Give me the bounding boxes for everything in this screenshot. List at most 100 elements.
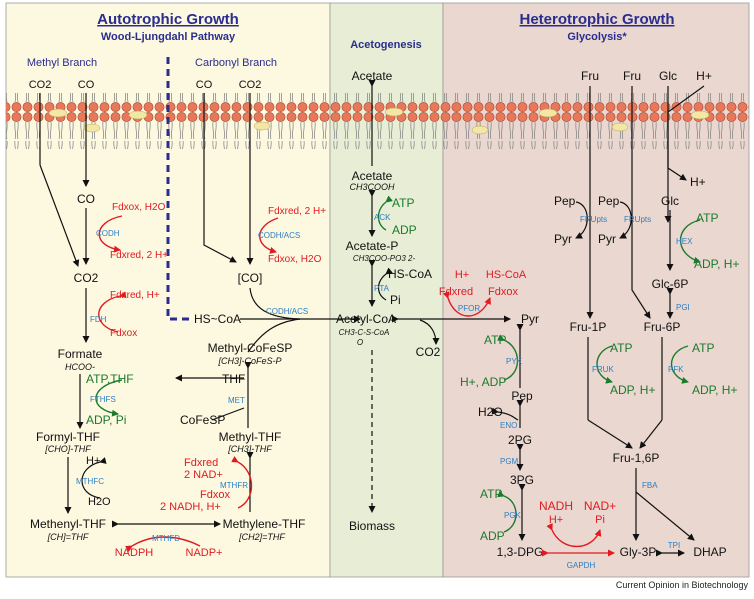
acetyl-coa: Acetyl-CoA <box>336 312 396 326</box>
carbonyl-branch-label: Carbonyl Branch <box>195 57 277 69</box>
acetyl-p-formula: CH3COO-PO3 2- <box>353 254 416 263</box>
carbonyl-fdx-red: Fdxred <box>184 457 218 469</box>
codh-acs-enzyme: CODH/ACS <box>258 231 300 240</box>
gapdh-enzyme: GAPDH <box>567 561 596 570</box>
pfk-enzyme: PFK <box>668 365 684 374</box>
co2-pfor: CO2 <box>416 345 441 359</box>
atp-ack: ATP <box>392 196 414 210</box>
thf: THF <box>222 372 245 386</box>
carbonyl-fdx-ox: Fdxox <box>200 489 230 501</box>
cell-membrane <box>6 93 749 149</box>
glc-2: Glc <box>661 194 679 208</box>
methyl-thf-formula: [CH3]-THF <box>227 444 272 454</box>
atp-hex: ATP <box>696 211 718 225</box>
eno-enzyme: ENO <box>500 421 517 430</box>
mthfc-enzyme: MTHFC <box>76 477 104 486</box>
carbonyl-co2-top: CO2 <box>239 79 262 91</box>
biomass: Biomass <box>349 519 395 533</box>
nadph: NADPH <box>115 547 154 559</box>
acetyl-coa-o: O <box>357 338 363 347</box>
methyl-co-top: CO <box>78 79 95 91</box>
atp-pgk: ATP <box>480 487 502 501</box>
h-adp: H+, ADP <box>460 375 506 389</box>
methylene-thf: Methylene-THF <box>223 517 306 531</box>
nad-gapdh: NAD+ <box>584 499 616 513</box>
formyl-thf: Formyl-THF <box>36 430 100 444</box>
pfor-enzyme: PFOR <box>458 304 480 313</box>
methenyl-thf-formula: [CH]=THF <box>47 532 89 542</box>
fru-6p: Fru-6P <box>644 320 681 334</box>
mthfd-enzyme: MTHFD <box>152 534 180 543</box>
frupts-2: FRUpts <box>624 215 651 224</box>
methyl-branch-label: Methyl Branch <box>27 57 97 69</box>
pi-pta: Pi <box>390 293 401 307</box>
nadh-gapdh: NADH <box>539 499 573 513</box>
fba-enzyme: FBA <box>642 481 658 490</box>
methenyl-thf: Methenyl-THF <box>30 517 106 531</box>
2pg: 2PG <box>508 433 532 447</box>
pyr: Pyr <box>521 312 539 326</box>
acetate-formula: CH3COOH <box>349 182 395 192</box>
hs-coa-pfor: HS-CoA <box>486 269 527 281</box>
adp-fruk: ADP, H+ <box>610 383 655 397</box>
formyl-h-plus: H+ <box>86 455 100 467</box>
two-nad: 2 NAD+ <box>184 469 223 481</box>
autotrophic-subtitle: Wood-Ljungdahl Pathway <box>101 31 236 43</box>
met-enzyme: MET <box>228 396 245 405</box>
cofesp: CoFeSP <box>180 413 225 427</box>
co-bracket: [CO] <box>238 271 263 285</box>
mthfr-enzyme: MTHFR <box>220 481 248 490</box>
adp-pgk: ADP <box>480 529 505 543</box>
dashed-separator <box>166 57 190 321</box>
heterotrophic-title: Heterotrophic Growth <box>519 11 674 28</box>
gly-3p: Gly-3P <box>620 545 657 559</box>
adp-ack: ADP <box>392 223 417 237</box>
glc: Glc <box>659 69 677 83</box>
hex-enzyme: HEX <box>676 237 693 246</box>
carbonyl-co-top: CO <box>196 79 213 91</box>
formate-formula: HCOO- <box>65 362 95 372</box>
pep: Pep <box>511 389 533 403</box>
carbonyl-fdx-red-2h: Fdxred, 2 H+ <box>268 206 326 217</box>
methyl-co: CO <box>77 192 95 206</box>
pep-1: Pep <box>554 194 576 208</box>
glc-6p: Glc-6P <box>652 277 689 291</box>
h-right: H+ <box>690 175 706 189</box>
adp-pi: ADP, Pi <box>86 413 126 427</box>
acetyl-p: Acetate-P <box>346 239 399 253</box>
autotrophic-title: Autotrophic Growth <box>97 11 239 28</box>
pgm-enzyme: PGM <box>500 457 519 466</box>
fruk-enzyme: FRUK <box>592 365 614 374</box>
pyr-2: Pyr <box>598 232 616 246</box>
fru-16p: Fru-1,6P <box>613 451 660 465</box>
hs-coa-pta: HS-CoA <box>388 267 432 281</box>
formyl-h2o: H2O <box>88 496 111 508</box>
fdx-ox-pfor: Fdxox <box>488 286 518 298</box>
fru-2: Fru <box>623 69 641 83</box>
h-gapdh: H+ <box>549 514 563 526</box>
methyl-thf: Methyl-THF <box>219 430 282 444</box>
atp-fruk: ATP <box>610 341 632 355</box>
methyl-co2: CO2 <box>74 271 99 285</box>
methyl-fdx-red-2h: Fdxred, 2 H+ <box>110 250 168 261</box>
methyl-fdx-red-h: Fdxred, H+ <box>110 290 160 301</box>
ack-enzyme: ACK <box>374 213 391 222</box>
fdx-red-pfor: Fdxred <box>439 286 473 298</box>
acetyl-coa-formula: CH3-C-S-CoA <box>339 328 390 337</box>
heterotrophic-subtitle: Glycolysis* <box>567 31 627 43</box>
methyl-fdx-ox-h2o: Fdxox, H2O <box>112 202 166 213</box>
pyk-enzyme: PYK <box>506 357 523 366</box>
atp-pfk: ATP <box>692 341 714 355</box>
methyl-cofesp-formula: [CH3]-CoFeS-P <box>217 356 281 366</box>
footer-credit: Current Opinion in Biotechnology <box>615 580 748 590</box>
pyr-1: Pyr <box>554 232 572 246</box>
methyl-fdx-ox: Fdxox <box>110 328 137 339</box>
fru-1p: Fru-1P <box>570 320 607 334</box>
3pg: 3PG <box>510 473 534 487</box>
adp-hex: ADP, H+ <box>694 257 739 271</box>
dhap: DHAP <box>693 545 726 559</box>
codh-enzyme: CODH <box>96 229 120 238</box>
acetogenesis-title: Acetogenesis <box>350 39 422 51</box>
h-pfor: H+ <box>455 269 469 281</box>
